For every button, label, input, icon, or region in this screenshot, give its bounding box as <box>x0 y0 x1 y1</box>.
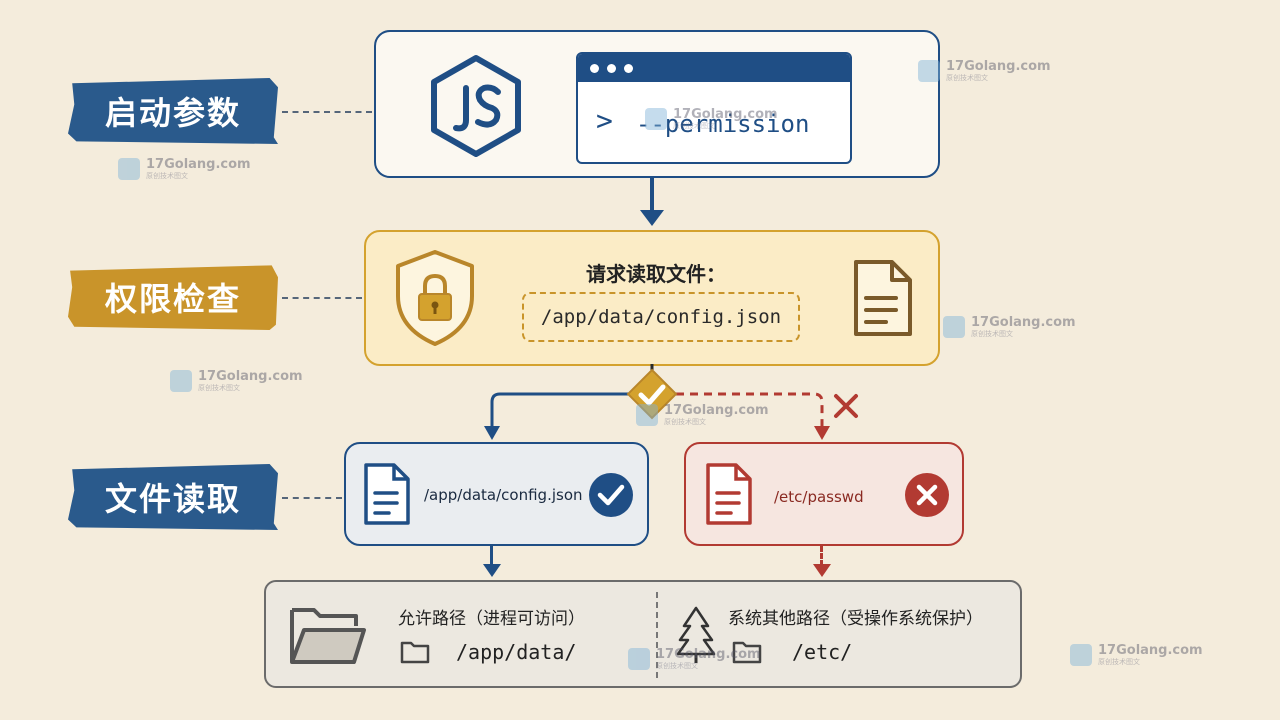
label-read-text: 文件读取 <box>104 480 241 518</box>
watermark-logo-icon <box>943 316 965 338</box>
denied-file-path: /etc/passwd <box>774 488 864 506</box>
watermark-site: 17Golang.com <box>673 107 778 122</box>
terminal-titlebar <box>578 54 850 82</box>
denied-x-icon <box>834 394 858 418</box>
watermark-logo-icon <box>1070 644 1092 666</box>
startup-panel: > --permission <box>374 30 940 178</box>
folder-icon <box>400 641 430 664</box>
arrow-down-icon <box>640 210 664 226</box>
connector-read <box>282 497 342 499</box>
terminal-window: > --permission <box>576 52 852 164</box>
watermark-site: 17Golang.com <box>198 369 303 384</box>
watermark-sub: 原创技术图文 <box>946 74 988 82</box>
label-check-text: 权限检查 <box>104 280 241 318</box>
allowed-paths-title: 允许路径（进程可访问） <box>398 609 585 629</box>
arrow-down-icon <box>483 564 501 577</box>
folder-icon <box>732 641 762 664</box>
label-file-read: 文件读取 <box>68 464 278 530</box>
system-paths-title: 系统其他路径（受操作系统保护） <box>728 609 983 629</box>
nodejs-icon <box>431 55 521 157</box>
request-label: 请求读取文件： <box>586 262 726 286</box>
window-dot-icon <box>624 63 633 73</box>
allowed-file-path: /app/data/config.json <box>424 486 583 504</box>
allowed-file-box: /app/data/config.json <box>344 442 649 546</box>
tree-icon <box>676 606 716 663</box>
arrow-line <box>650 178 654 216</box>
window-dot-icon <box>590 63 599 73</box>
arrow-line <box>490 546 493 566</box>
watermark-site: 17Golang.com <box>146 157 251 172</box>
label-startup-params: 启动参数 <box>68 78 278 144</box>
watermark-site: 17Golang.com <box>656 647 761 662</box>
watermark-logo-icon <box>636 404 658 426</box>
watermark-site: 17Golang.com <box>946 59 1051 74</box>
document-icon <box>854 260 912 336</box>
arrow-down-icon <box>813 564 831 577</box>
watermark-sub: 原创技术图文 <box>673 122 715 130</box>
watermark-site: 17Golang.com <box>1098 643 1203 658</box>
decision-check-icon <box>626 368 678 420</box>
request-path-box: /app/data/config.json <box>522 292 800 342</box>
allowed-check-icon <box>589 473 633 517</box>
watermark-sub: 原创技术图文 <box>1098 658 1140 666</box>
allowed-path-value: /app/data/ <box>456 640 577 664</box>
watermark-sub: 原创技术图文 <box>198 384 240 392</box>
file-icon <box>706 463 752 525</box>
file-icon <box>364 463 410 525</box>
denied-file-box: /etc/passwd <box>684 442 964 546</box>
shield-lock-icon <box>396 250 474 346</box>
arrow-line-dashed <box>820 546 823 566</box>
connector-startup <box>282 111 372 113</box>
watermark-site: 17Golang.com <box>971 315 1076 330</box>
path-scope-panel: 允许路径（进程可访问） /app/data/ 系统其他路径（受操作系统保护） /… <box>264 580 1022 688</box>
connector-check <box>282 297 362 299</box>
permission-flag: --permission <box>636 110 810 138</box>
system-path-value: /etc/ <box>792 640 853 664</box>
denied-cross-icon <box>905 473 949 517</box>
permission-check-panel: 请求读取文件： /app/data/config.json <box>364 230 940 366</box>
watermark-sub: 原创技术图文 <box>146 172 188 180</box>
open-folder-icon <box>290 608 366 664</box>
watermark-logo-icon <box>118 158 140 180</box>
label-startup-text: 启动参数 <box>104 94 241 132</box>
watermark-logo-icon <box>918 60 940 82</box>
label-permission-check: 权限检查 <box>68 265 278 330</box>
terminal-prompt: > <box>596 104 613 137</box>
watermark-logo-icon <box>645 108 667 130</box>
watermark-sub: 原创技术图文 <box>664 418 706 426</box>
watermark-site: 17Golang.com <box>664 403 769 418</box>
watermark-logo-icon <box>170 370 192 392</box>
watermark-sub: 原创技术图文 <box>971 330 1013 338</box>
window-dot-icon <box>607 63 616 73</box>
watermark-sub: 原创技术图文 <box>656 662 698 670</box>
watermark-logo-icon <box>628 648 650 670</box>
panel-divider <box>656 592 658 678</box>
